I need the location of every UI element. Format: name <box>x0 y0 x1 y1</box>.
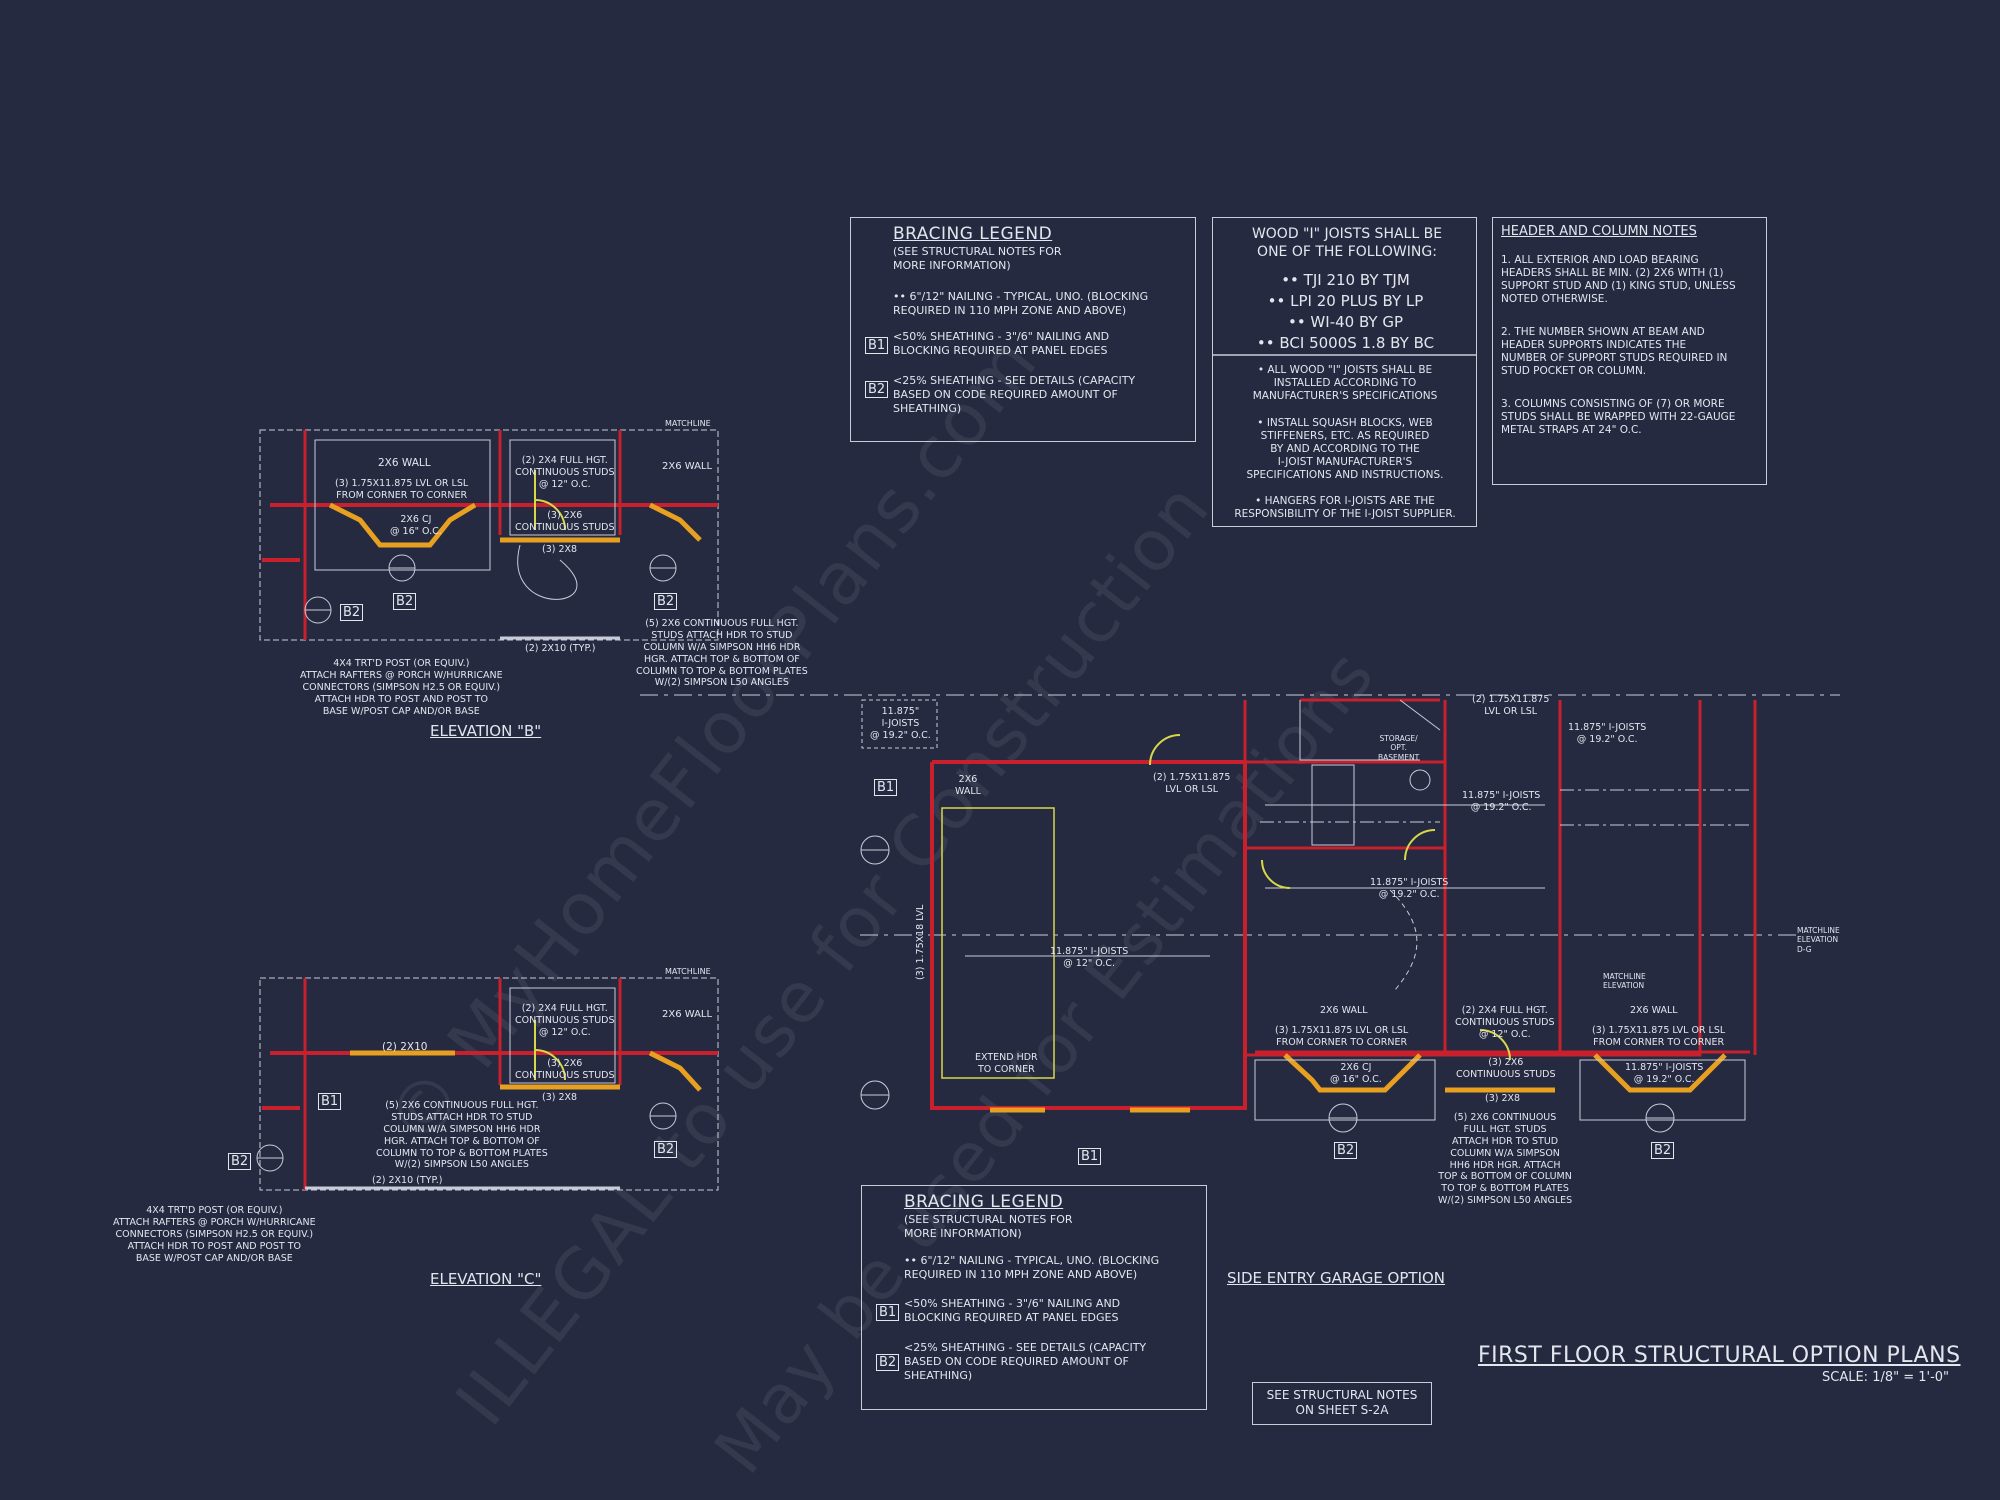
elevation-b-b2-tag-2: B2 <box>340 601 367 621</box>
see-notes-box: SEE STRUCTURAL NOTES ON SHEET S-2a <box>1252 1382 1432 1425</box>
plan-wall-r: 2x6 WALL <box>1630 1005 1678 1016</box>
plan-matchline-elev-mid: MATCHLINE ELEVATION <box>1603 972 1646 991</box>
plan-cont-full-note: (5) 2x6 CONTINUOUS FULL HGT. STUDS ATTAC… <box>1438 1112 1573 1207</box>
elevation-b-cj: 2x6 CJ @ 16" O.C. <box>390 514 442 537</box>
plan-wall-n: 2x6 WALL <box>1320 1005 1368 1016</box>
bracing-legend-b2-text: <25% SHEATHING - SEE DETAILS (CAPACITY B… <box>893 374 1136 415</box>
plan-cj-n: 2x6 CJ @ 16" O.C. <box>1330 1062 1382 1085</box>
plan-lvl-vertical: (3) 1.75x18 LVL <box>915 904 926 980</box>
plan-garage-joists: 11.875" I-JOISTS @ 12" O.C. <box>1050 946 1129 969</box>
header-notes-title: HEADER AND COLUMN NOTES <box>1501 224 1697 239</box>
plan-lvl-n: (3) 1.75x11.875 LVL OR LSL FROM CORNER T… <box>1275 1025 1409 1048</box>
plan-b2-tag-2: B2 <box>1651 1139 1678 1159</box>
elevation-b-post-note: 4x4 TRT'D POST (OR EQUIV.) ATTACH RAFTER… <box>300 658 503 717</box>
plan-wall-label: 2x6 WALL <box>955 774 981 797</box>
plan-ij-r: 11.875" I-JOISTS @ 19.2" O.C. <box>1625 1062 1704 1085</box>
garage-walls <box>930 760 1247 1110</box>
plan-lvl-top: (2) 1.75x11.875 LVL OR LSL <box>1472 694 1550 717</box>
plan-label: SIDE ENTRY GARAGE OPTION <box>1227 1269 1446 1287</box>
plan-cont: (3) 2x6 CONTINUOUS STUDS <box>1456 1057 1556 1080</box>
bracing-legend-bottom: BRACING LEGEND (SEE STRUCTURAL NOTES FOR… <box>861 1185 1207 1410</box>
sheet-title: FIRST FLOOR STRUCTURAL OPTION PLANS <box>1478 1343 1961 1368</box>
elevation-c-typ: (2) 2x10 (TYP.) <box>372 1175 443 1186</box>
b1-tag: B1 <box>865 334 892 354</box>
elevation-b-lvl: (3) 1.75x11.875 LVL OR LSL FROM CORNER T… <box>335 478 469 501</box>
elevation-b-cont-full-note: (5) 2x6 CONTINUOUS FULL HGT. STUDS ATTAC… <box>636 618 808 689</box>
bracing-legend-bottom-item: •• 6"/12" NAILING - TYPICAL, UNO. (BLOCK… <box>904 1254 1160 1281</box>
bracing-legend-top: BRACING LEGEND (SEE STRUCTURAL NOTES FOR… <box>850 217 1196 442</box>
header-note-1: 1. ALL EXTERIOR AND LOAD BEARING HEADERS… <box>1501 254 1736 306</box>
joist-box-list: •• TJI 210 BY TJM •• LPI 20 PLUS BY LP •… <box>1256 271 1435 352</box>
header-column-notes-box: HEADER AND COLUMN NOTES 1. ALL EXTERIOR … <box>1492 217 1767 485</box>
elevation-c-2x8: (3) 2x8 <box>542 1092 578 1103</box>
elevation-c-cont-full-note: (5) 2x6 CONTINUOUS FULL HGT. STUDS ATTAC… <box>376 1100 548 1171</box>
bracing-legend-bottom-subtitle: (SEE STRUCTURAL NOTES FOR MORE INFORMATI… <box>904 1213 1073 1240</box>
plan-lvl-r: (3) 1.75x11.875 LVL OR LSL FROM CORNER T… <box>1592 1025 1726 1048</box>
elevation-c-wall: 2x6 WALL <box>662 1009 713 1020</box>
elevation-b-full-hgt: (2) 2x4 FULL HGT. CONTINUOUS STUDS @ 12"… <box>515 455 615 490</box>
first-floor-plan-drawing <box>640 694 1840 1133</box>
elevation-b-bay-header <box>328 502 477 548</box>
header-note-3: 3. COLUMNS CONSISTING OF (7) OR MORE STU… <box>1501 398 1736 437</box>
elevation-c-matchline: MATCHLINE <box>665 967 711 976</box>
plan-extend-hdr: EXTEND HDR TO CORNER <box>975 1052 1038 1075</box>
joist-box-title: WOOD "I" JOISTS SHALL BE ONE OF THE FOLL… <box>1251 226 1443 260</box>
elevation-b-drawing <box>259 429 719 641</box>
elevation-b-outline <box>259 429 719 641</box>
elevation-c-b1-tag: B1 <box>318 1090 345 1110</box>
plan-storage-label: STORAGE/ OPT. BASEMENT <box>1378 734 1420 762</box>
plan-ij-c: 11.875" I-JOISTS @ 19.2" O.C. <box>1370 877 1449 900</box>
elevation-c-outline <box>259 977 719 1191</box>
header-note-2: 2. THE NUMBER SHOWN AT BEAM AND HEADER S… <box>1501 326 1728 378</box>
plan-b1-tag-top: B1 <box>874 776 901 796</box>
elevation-b-2x8: (3) 2x8 <box>542 544 578 555</box>
elevation-c-cont: (3) 2x6 CONTINUOUS STUDS <box>515 1058 615 1081</box>
see-notes-text: SEE STRUCTURAL NOTES ON SHEET S-2a <box>1266 1388 1418 1417</box>
elevation-c-b2-tag-1: B2 <box>228 1150 255 1170</box>
bracing-legend-subtitle: (SEE STRUCTURAL NOTES FOR MORE INFORMATI… <box>893 245 1062 272</box>
i-joist-spec-box: WOOD "I" JOISTS SHALL BE ONE OF THE FOLL… <box>1212 217 1477 527</box>
elevation-b-b2-tag-3: B2 <box>654 590 681 610</box>
elevation-c-drawing <box>256 977 719 1191</box>
plan-tj-label: 11.875" I-JOISTS @ 19.2" O.C. <box>870 706 931 741</box>
elevation-b-wall-label: 2x6 WALL <box>378 457 431 469</box>
elevation-c-b2-tag-2: B2 <box>654 1138 681 1158</box>
elevation-c-label: ELEVATION "C" <box>430 1270 542 1288</box>
elevation-c-full-hgt: (2) 2x4 FULL HGT. CONTINUOUS STUDS @ 12"… <box>515 1003 615 1038</box>
b2-tag: B2 <box>865 378 892 398</box>
plan-lvl-right: (2) 1.75x11.875 LVL OR LSL <box>1153 772 1231 795</box>
bracing-legend-item: •• 6"/12" NAILING - TYPICAL, UNO. (BLOCK… <box>893 290 1149 317</box>
elevation-b-wall-right: 2x6 WALL <box>662 461 713 472</box>
plan-matchline-elevation: MATCHLINE ELEVATION D-G <box>1797 926 1840 954</box>
bracing-legend-b1-text: <50% SHEATHING - 3"/6" NAILING AND BLOCK… <box>893 330 1110 357</box>
elevation-b-label: ELEVATION "B" <box>430 722 542 740</box>
elevation-c-post-note: 4x4 TRT'D POST (OR EQUIV.) ATTACH RAFTER… <box>113 1205 316 1264</box>
plan-b1-tag-bottom: B1 <box>1078 1145 1105 1165</box>
b2-tag-bottom: B2 <box>876 1351 903 1371</box>
elevation-b-matchline: MATCHLINE <box>665 419 711 428</box>
bracing-legend-title: BRACING LEGEND <box>893 224 1053 244</box>
bracing-legend-bottom-title: BRACING LEGEND <box>904 1192 1064 1212</box>
plan-2x8: (3) 2x8 <box>1485 1093 1521 1104</box>
plan-full-hgt: (2) 2x4 FULL HGT. CONTINUOUS STUDS @ 12"… <box>1455 1005 1555 1040</box>
bracing-legend-bottom-b2-text: <25% SHEATHING - SEE DETAILS (CAPACITY B… <box>904 1341 1147 1382</box>
plan-b2-tag-1: B2 <box>1334 1139 1361 1159</box>
plan-ij-b: 11.875" I-JOISTS @ 19.2" O.C. <box>1462 790 1541 813</box>
sheet-scale: SCALE: 1/8" = 1'-0" <box>1822 1370 1950 1385</box>
elevation-b-cont: (3) 2x6 CONTINUOUS STUDS <box>515 510 615 533</box>
b1-tag-bottom: B1 <box>876 1301 903 1321</box>
elevation-b-typ: (2) 2x10 (TYP.) <box>525 643 596 654</box>
plan-ij-a: 11.875" I-JOISTS @ 19.2" O.C. <box>1568 722 1647 745</box>
elevation-c-beam: (2) 2x10 <box>382 1041 428 1053</box>
joist-box-notes: • ALL WOOD "I" JOISTS SHALL BE INSTALLED… <box>1234 364 1456 521</box>
bracing-legend-bottom-b1-text: <50% SHEATHING - 3"/6" NAILING AND BLOCK… <box>904 1297 1121 1324</box>
elevation-b-b2-tag-1: B2 <box>393 590 420 610</box>
